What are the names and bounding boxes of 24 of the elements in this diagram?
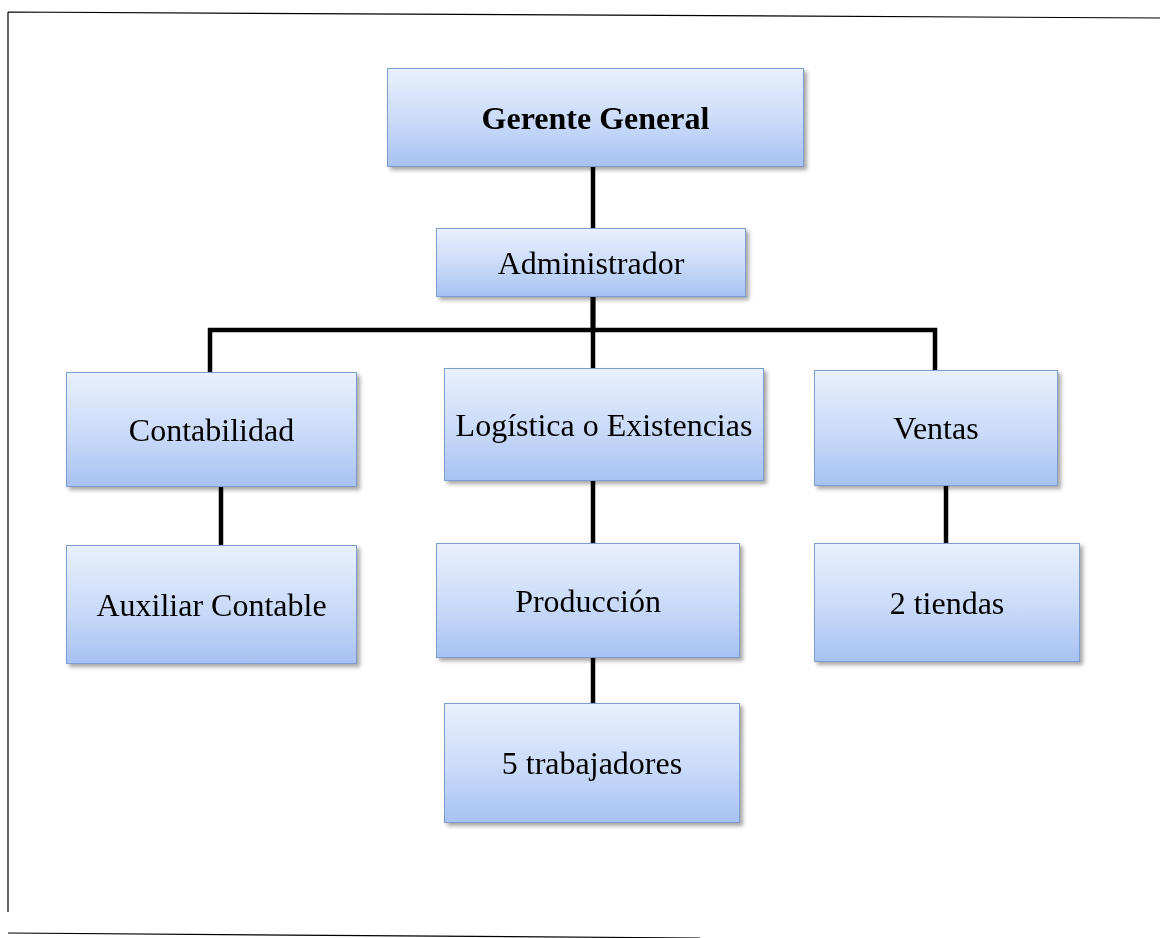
org-box: [387, 68, 804, 167]
org-box: [436, 228, 746, 297]
box-label: Contabilidad: [128, 410, 295, 450]
connector-line: [590, 481, 596, 543]
connector-line: [590, 297, 938, 370]
box-label: 2 tiendas: [889, 583, 1005, 623]
box-label: Producción: [515, 581, 661, 621]
connector-line: [590, 658, 596, 703]
connector-line: [218, 487, 224, 545]
box-label: Ventas: [893, 409, 979, 448]
org-box: [436, 543, 740, 658]
box-label: Auxiliar Contable: [96, 585, 327, 625]
org-box: [814, 370, 1058, 486]
org-box: [814, 543, 1080, 662]
org-box: [444, 703, 740, 823]
org-box: [444, 368, 764, 481]
box-label: Logística o Existencias: [455, 405, 753, 445]
box-label: 5 trabajadores: [501, 744, 683, 783]
box-label: Administrador: [497, 243, 685, 283]
org-box: [66, 545, 357, 664]
connector-line: [590, 167, 596, 228]
box-label: Gerente General: [481, 98, 710, 138]
connector-line: [943, 486, 949, 543]
org-box: [66, 372, 357, 487]
